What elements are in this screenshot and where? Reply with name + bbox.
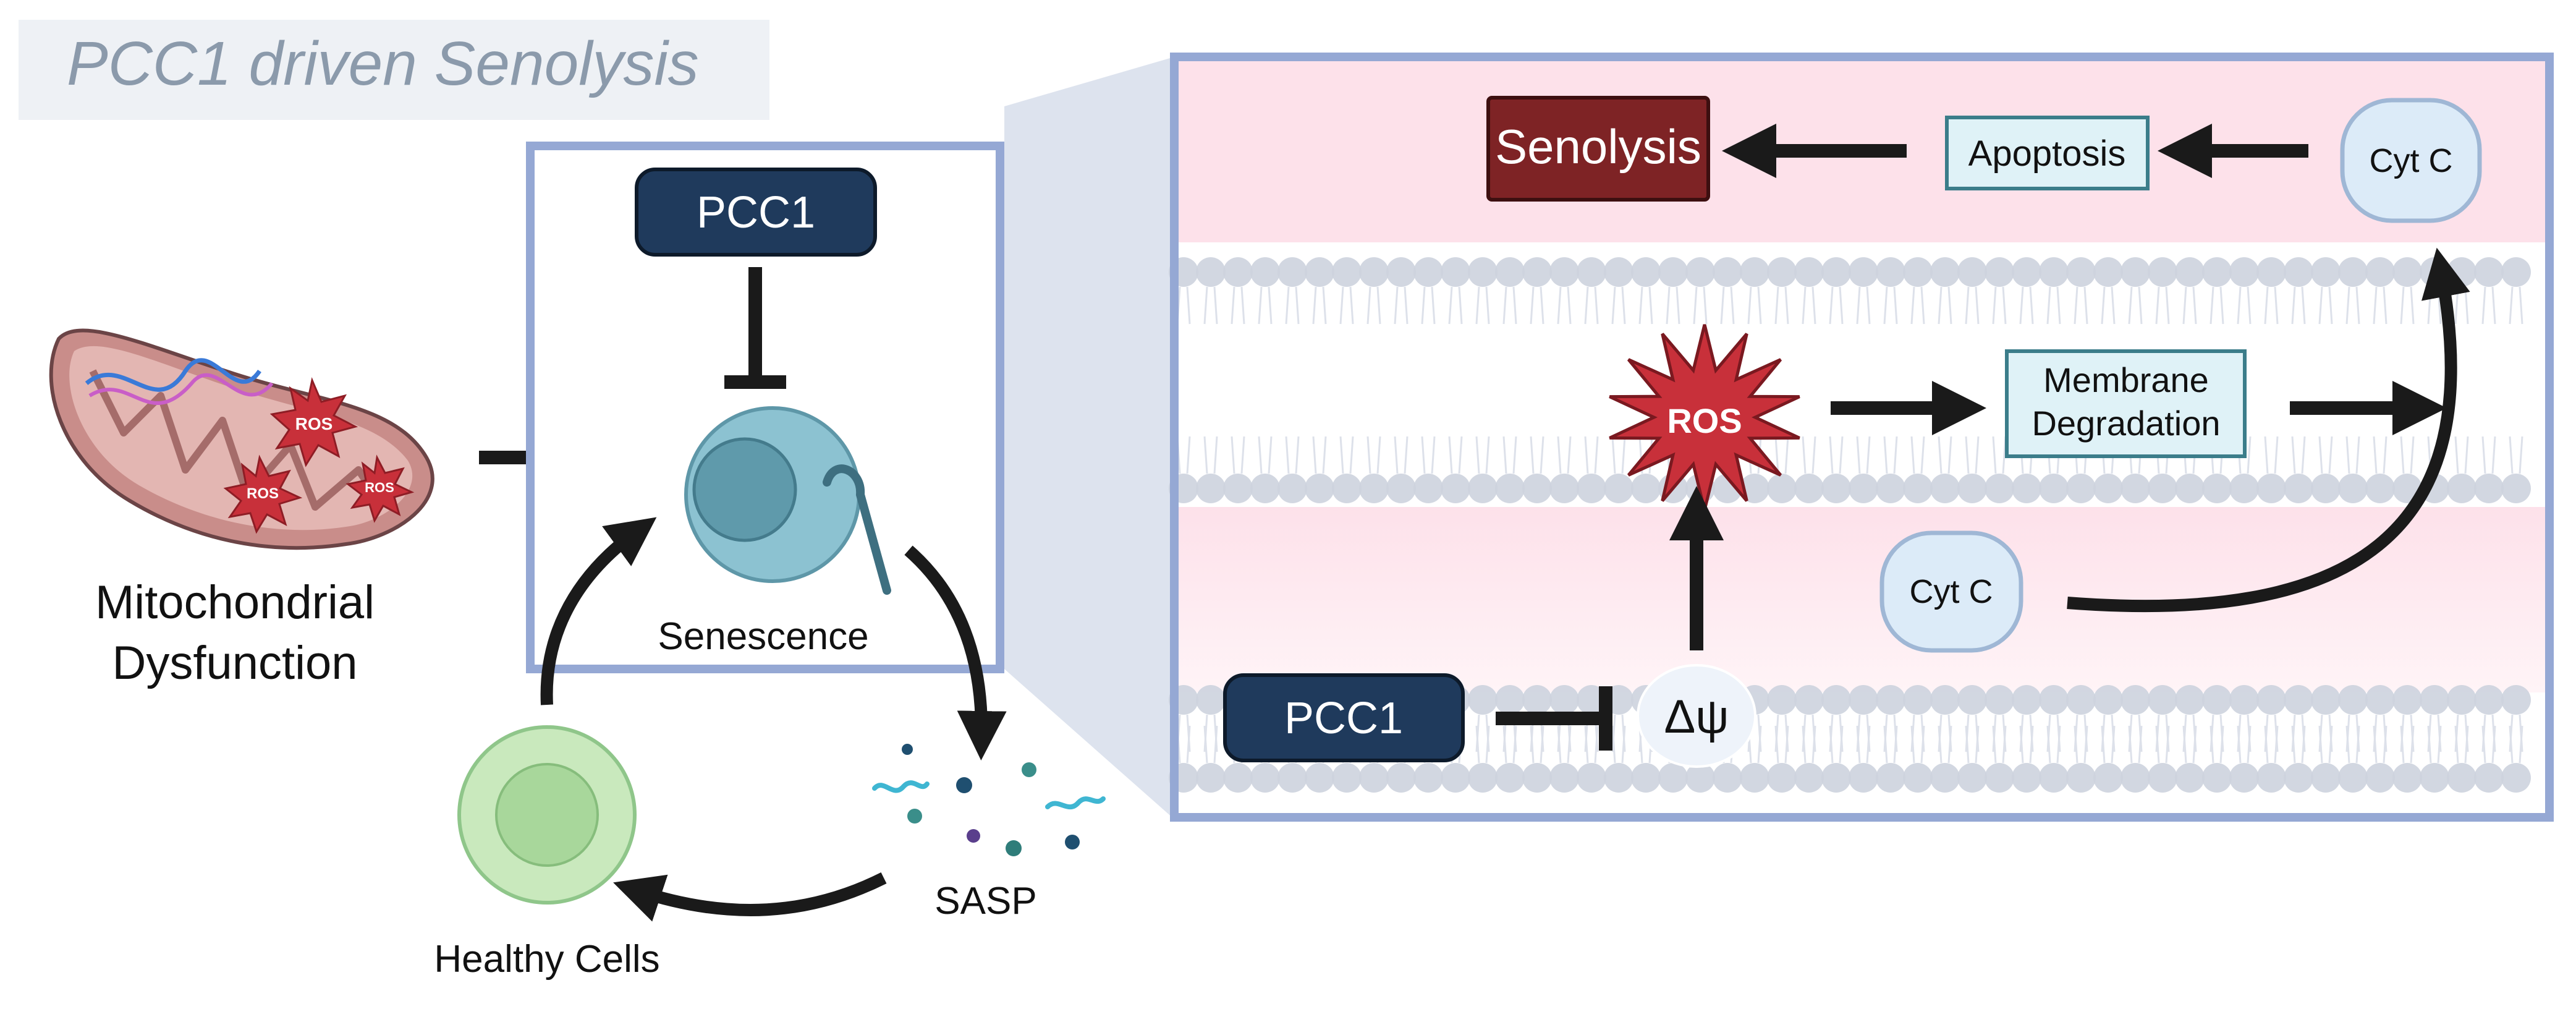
- arrow-healthy-to-senescence: [540, 517, 657, 705]
- apoptosis-box: Apoptosis: [1945, 116, 2150, 190]
- ros-burst-icon: ROS: [1609, 324, 1800, 511]
- arrow-cytc-release: [2067, 247, 2470, 613]
- arrow-senescence-to-sasp: [904, 545, 1007, 760]
- mito-dna-strand: [88, 373, 274, 406]
- senescence-label: Senescence: [658, 615, 868, 658]
- mito-dna-strand: [85, 358, 261, 392]
- sasp-label: SASP: [934, 880, 1036, 922]
- arrow-sasp-to-healthy: [613, 872, 887, 922]
- mito-matrix: [69, 346, 413, 530]
- mito-cristae: [89, 369, 386, 511]
- mito-ros-label: ROS: [365, 480, 394, 495]
- senolysis-box: Senolysis: [1486, 96, 1710, 202]
- membrane-label-line2: Degradation: [2032, 404, 2220, 443]
- apoptosis-label: Apoptosis: [1968, 134, 2126, 174]
- pcc1-label-right: PCC1: [1284, 694, 1403, 743]
- cyt-c-mid-label: Cyt C: [1910, 573, 1993, 610]
- cyt-c-mid: Cyt C: [1879, 530, 2023, 653]
- ros-burst-icon: ROS: [269, 377, 358, 467]
- delta-psi-node: Δψ: [1637, 664, 1756, 768]
- pcc1-label-left: PCC1: [697, 188, 815, 237]
- figure-title: PCC1 driven Senolysis: [67, 29, 699, 98]
- panel-border: [1170, 53, 2554, 822]
- zoom-connector: [1004, 57, 1174, 819]
- pcc1-badge-right: PCC1: [1223, 673, 1465, 762]
- title-banner: PCC1 driven Senolysis: [19, 20, 769, 120]
- ros-burst-icon: ROS: [345, 454, 415, 523]
- sasp-particles-icon: [872, 744, 1106, 856]
- lipid-bilayer-upper: [1169, 257, 2531, 503]
- mito-label-line2: Dysfunction: [112, 637, 357, 689]
- pink-mid-band: [1174, 507, 2549, 692]
- healthy-cells-label: Healthy Cells: [434, 938, 659, 981]
- inhibition-symbol-left: [724, 267, 786, 389]
- title-background: [19, 20, 769, 120]
- mitochondrion-icon: ROS ROS ROS: [49, 328, 434, 550]
- mito-ros-label: ROS: [247, 485, 279, 502]
- senolysis-label: Senolysis: [1495, 119, 1701, 174]
- ros-label: ROS: [1667, 401, 1742, 440]
- healthy-cell-icon: [457, 725, 637, 905]
- pcc1-badge-left: PCC1: [635, 168, 877, 257]
- cyt-c-top-label: Cyt C: [2370, 142, 2453, 179]
- senescent-cell-icon: [684, 406, 891, 595]
- mito-label-line1: Mitochondrial: [95, 576, 375, 629]
- delta-psi-label: Δψ: [1664, 691, 1729, 743]
- inhibition-symbol-right: [1496, 686, 1612, 751]
- ros-burst-icon: ROS: [223, 454, 303, 534]
- membrane-degradation-box: Membrane Degradation: [2005, 349, 2247, 458]
- cyt-c-top: Cyt C: [2340, 98, 2482, 223]
- membrane-label-line1: Membrane: [2043, 360, 2209, 399]
- mito-ros-label: ROS: [295, 414, 333, 433]
